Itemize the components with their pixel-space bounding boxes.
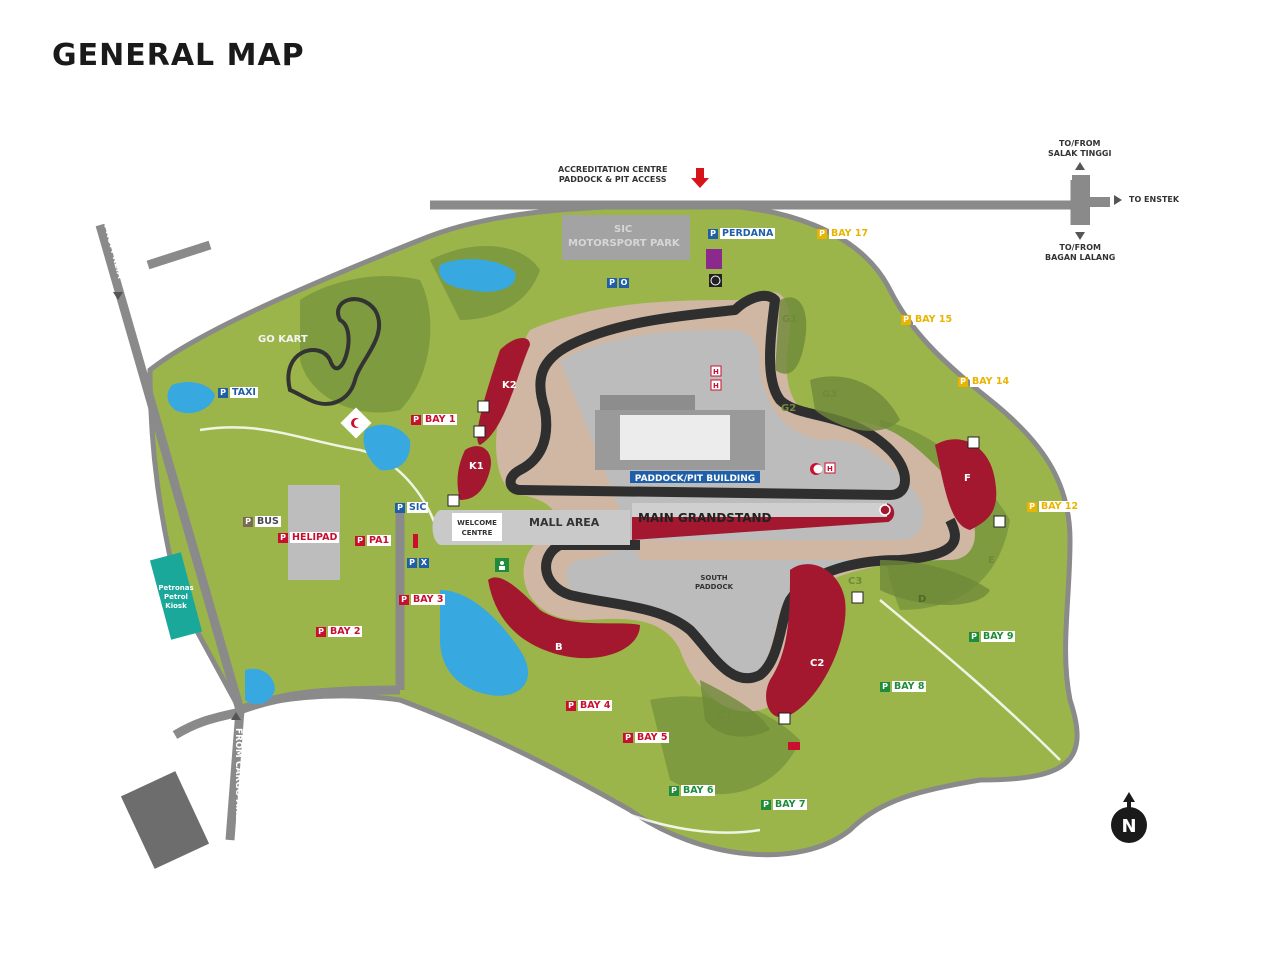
stand-c3: C3 bbox=[848, 576, 862, 587]
svg-text:H: H bbox=[827, 465, 833, 473]
toilet-icon bbox=[495, 558, 509, 572]
stand-k1: K1 bbox=[469, 461, 484, 472]
main-grandstand-label: MAIN GRANDSTAND bbox=[638, 511, 772, 525]
north-label: N bbox=[1121, 816, 1136, 837]
paddock-pit-building-label: PADDOCK/PIT BUILDING bbox=[635, 474, 755, 484]
welcome-centre-label-2: CENTRE bbox=[462, 529, 493, 537]
mall-area-label: MALL AREA bbox=[529, 516, 600, 529]
stand-k2: K2 bbox=[502, 380, 517, 391]
stand-c1: C1 bbox=[718, 710, 732, 721]
bagan-lalang-note: TO/FROM BAGAN LALANG bbox=[1045, 243, 1116, 262]
direction-arrows bbox=[113, 162, 1122, 720]
sic-park-label-2: MOTORSPORT PARK bbox=[568, 238, 681, 249]
to-enstek-note: TO ENSTEK bbox=[1129, 195, 1180, 204]
accreditation-arrow-icon bbox=[691, 168, 709, 188]
lakes bbox=[167, 259, 529, 705]
stand-b: B bbox=[555, 642, 563, 653]
petronas-label-2: Petrol bbox=[164, 593, 188, 601]
svg-text:H: H bbox=[713, 382, 719, 390]
welcome-centre-label-1: WELCOME bbox=[457, 519, 497, 527]
helipad-icon: H H H bbox=[710, 365, 836, 474]
petronas-label-3: Kiosk bbox=[165, 602, 187, 610]
stand-c2: C2 bbox=[810, 658, 824, 669]
svg-text:H: H bbox=[713, 368, 719, 376]
go-kart-label: GO KART bbox=[258, 334, 308, 345]
grandstand-seat-icons bbox=[447, 400, 1006, 725]
stand-g1: G1 bbox=[782, 314, 797, 325]
accreditation-note: ACCREDITATION CENTRE PADDOCK & PIT ACCES… bbox=[558, 165, 668, 184]
stand-g3: G3 bbox=[822, 389, 837, 400]
stand-f: F bbox=[964, 473, 971, 484]
stand-g2: G2 bbox=[781, 403, 796, 414]
sic-park-label-1: SIC bbox=[614, 224, 632, 235]
stand-d: D bbox=[918, 594, 926, 605]
salak-tinggi-note: TO/FROM SALAK TINGGI bbox=[1048, 139, 1112, 158]
stand-e: E bbox=[988, 555, 995, 566]
page-title: GENERAL MAP bbox=[52, 38, 305, 73]
from-cargo-label: FROM CARGO AREA bbox=[233, 728, 243, 827]
grandstands bbox=[457, 338, 997, 718]
info-icon bbox=[709, 274, 722, 287]
south-paddock-label-2: PADDOCK bbox=[695, 583, 734, 591]
north-arrow-icon: N bbox=[1111, 792, 1147, 843]
first-aid-icon bbox=[340, 407, 372, 439]
south-paddock-label-1: SOUTH bbox=[700, 574, 727, 582]
stand-labels: K1 K2 B C1 C2 C3 D E F G1 G2 G3 bbox=[469, 314, 995, 721]
first-aid-icon-paddock bbox=[810, 463, 823, 475]
petronas-label-1: Petronas bbox=[158, 584, 193, 592]
